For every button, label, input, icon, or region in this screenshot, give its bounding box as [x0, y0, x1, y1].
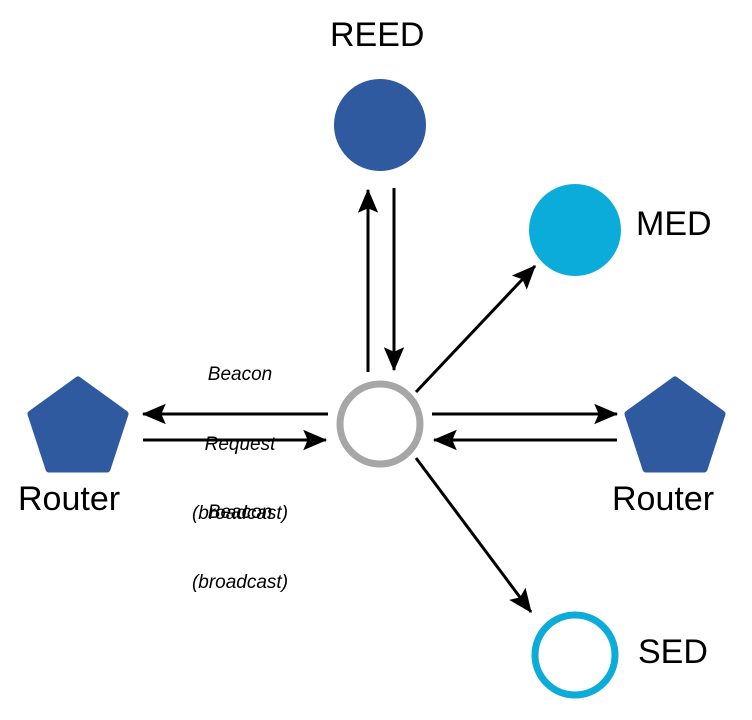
node-joiner: [336, 380, 424, 468]
edge-label-line: Beacon: [207, 502, 273, 524]
edge-label-beacon-request: Beacon Request (broadcast): [170, 317, 310, 572]
node-med: [529, 184, 621, 276]
edge-label-line: Beacon: [207, 364, 273, 386]
edge-label-beacon: Beacon (broadcast): [170, 455, 310, 640]
node-reed: [334, 79, 426, 171]
edge-joiner-to-med: [414, 264, 537, 394]
node-label-router-left: Router: [18, 480, 121, 518]
node-router-left: [27, 376, 129, 473]
edge-label-line: Request: [204, 433, 276, 455]
node-label-reed: REED: [330, 16, 425, 54]
node-label-sed: SED: [638, 633, 708, 671]
node-label-router-right: Router: [612, 480, 715, 518]
node-label-med: MED: [636, 205, 712, 243]
edge-label-line: (broadcast): [191, 571, 289, 593]
edge-joiner-to-sed: [414, 457, 533, 613]
node-sed: [531, 611, 619, 699]
edge-label-line: (broadcast): [191, 503, 289, 525]
node-router-right: [624, 376, 726, 473]
